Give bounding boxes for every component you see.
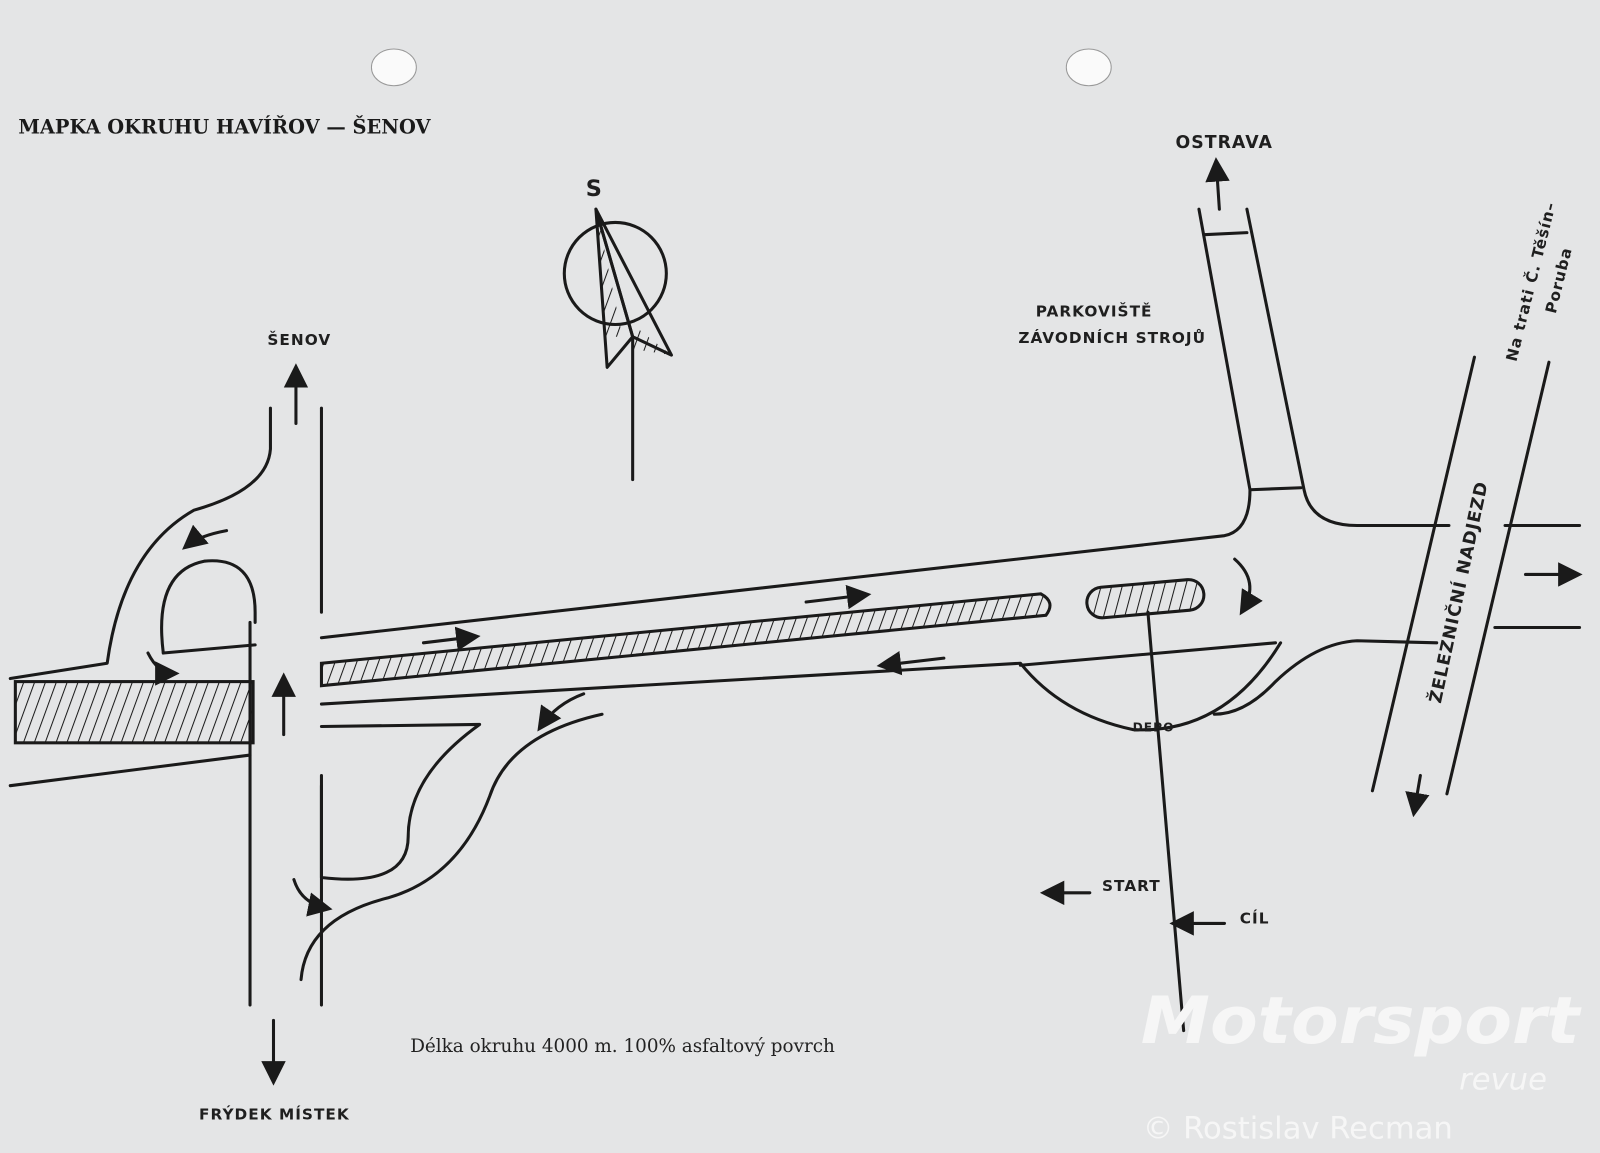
label-finish: CÍL xyxy=(1240,908,1270,927)
map-title: MAPKA OKRUHU HAVÍŘOV — ŠENOV xyxy=(18,116,431,139)
map-caption: Délka okruhu 4000 m. 100% asfaltový povr… xyxy=(410,1036,835,1057)
compass-icon: S xyxy=(562,176,673,482)
compass-label: S xyxy=(586,176,603,202)
watermark-credit: © Rostislav Recman xyxy=(1143,1112,1453,1147)
label-depo: DEPO xyxy=(1133,721,1175,735)
direction-arrows xyxy=(146,157,1583,1086)
watermark-logo: Motorsport revue © Rostislav Recman xyxy=(1141,983,1583,1147)
watermark-sub: revue xyxy=(1459,1063,1547,1098)
punch-hole xyxy=(370,48,417,87)
label-parking-1: PARKOVIŠTĚ xyxy=(1036,301,1153,320)
label-rail-2: Poruba xyxy=(1542,245,1576,315)
label-parking-2: ZÁVODNÍCH STROJŮ xyxy=(1018,327,1206,347)
label-bridge: ŽELEZNIČNÍ NADJEZD xyxy=(1424,479,1493,705)
main-road xyxy=(8,207,1582,1033)
label-ostrava: OSTRAVA xyxy=(1175,133,1272,153)
label-senov: ŠENOV xyxy=(267,330,331,349)
punch-hole xyxy=(1065,48,1112,87)
label-frydek: FRÝDEK MÍSTEK xyxy=(199,1104,350,1123)
label-start: START xyxy=(1102,877,1161,895)
watermark-brand: Motorsport xyxy=(1141,983,1583,1059)
